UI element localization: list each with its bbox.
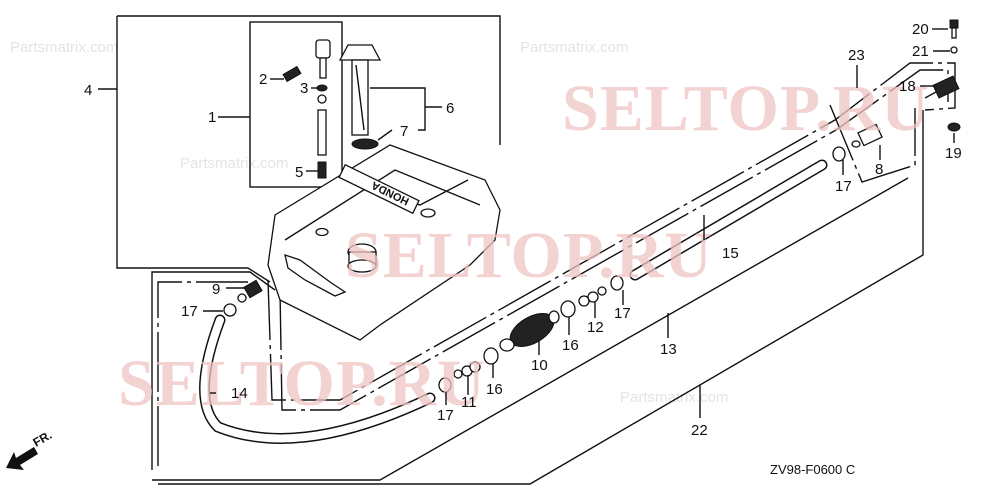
- group-box-1: [249, 21, 343, 188]
- part-17-band: [610, 275, 624, 291]
- ghost-watermark: Partsmatrix.com: [620, 389, 728, 406]
- part-18-connector: [924, 75, 960, 99]
- ghost-watermark: Partsmatrix.com: [180, 155, 288, 172]
- drawing-code: ZV98-F0600 C: [770, 462, 855, 477]
- callout-1: 1: [208, 109, 216, 126]
- part-2-nipple: [282, 65, 302, 83]
- callout-14: 14: [231, 385, 248, 402]
- part-11-joint: [453, 361, 481, 379]
- group-box-22-bottom: [158, 110, 924, 485]
- fuel-tank: HONDA: [267, 144, 501, 341]
- callout-7: 7: [400, 123, 408, 140]
- group-box-13: [151, 271, 276, 470]
- callout-17: 17: [614, 305, 631, 322]
- callout-2: 2: [259, 71, 267, 88]
- callout-17: 17: [181, 303, 198, 320]
- leader-lines: [98, 28, 955, 418]
- group-box-13-bottom: [152, 177, 909, 481]
- callout-3: 3: [300, 80, 308, 97]
- part-10-primer-bulb: [499, 310, 560, 352]
- part-16-band: [560, 300, 576, 318]
- callout-21: 21: [912, 43, 929, 60]
- callout-17: 17: [437, 407, 454, 424]
- callout-5: 5: [295, 164, 303, 181]
- part-19-grommet: [947, 122, 961, 132]
- part-elbow-fitting: [315, 39, 331, 79]
- callout-23: 23: [848, 47, 865, 64]
- watermark: SELTOP.RU: [345, 219, 713, 292]
- callout-20: 20: [912, 21, 929, 38]
- watermark: SELTOP.RU: [118, 347, 486, 420]
- part-17-band: [223, 303, 237, 317]
- group-box-4-left: [116, 16, 271, 283]
- callout-9: 9: [212, 281, 220, 298]
- callout-16: 16: [562, 337, 579, 354]
- callout-11: 11: [461, 394, 477, 411]
- watermark: SELTOP.RU: [562, 72, 930, 145]
- callout-22: 22: [691, 422, 708, 439]
- part-17-band: [438, 377, 452, 393]
- callout-13: 13: [660, 341, 677, 358]
- group-box-15-inner: [279, 69, 949, 411]
- callout-6: 6: [446, 100, 454, 117]
- front-direction-arrow: FR.: [6, 428, 54, 470]
- callout-16: 16: [486, 381, 503, 398]
- part-5-filter: [317, 161, 327, 179]
- callout-8: 8: [875, 161, 883, 178]
- part-6-fuel-gauge: [338, 44, 382, 136]
- part-7-gasket: [351, 138, 379, 150]
- part-20-bolt: [949, 19, 959, 39]
- part-tube: [317, 109, 327, 156]
- callout-4: 4: [84, 82, 92, 99]
- part-9-joint: [237, 279, 263, 303]
- group-box-23: [829, 104, 916, 183]
- ghost-watermark: Partsmatrix.com: [10, 39, 118, 56]
- part-12-joint: [578, 286, 607, 307]
- callout-19: 19: [945, 145, 962, 162]
- group-box-4: [117, 15, 501, 145]
- ghost-watermark: Partsmatrix.com: [520, 39, 628, 56]
- callout-10: 10: [531, 357, 548, 374]
- part-16-band: [483, 347, 499, 365]
- part-21-washer: [950, 46, 958, 54]
- front-label: FR.: [31, 428, 55, 450]
- group-box-22: [157, 281, 248, 466]
- part-17-band: [832, 146, 846, 162]
- group-box-15: [267, 62, 956, 401]
- part-8-connector: [851, 123, 883, 148]
- callout-18: 18: [899, 78, 916, 95]
- part-nut: [317, 94, 327, 104]
- callout-15: 15: [722, 245, 739, 262]
- callout-17: 17: [835, 178, 852, 195]
- part-3-washer: [316, 84, 328, 92]
- callout-12: 12: [587, 319, 604, 336]
